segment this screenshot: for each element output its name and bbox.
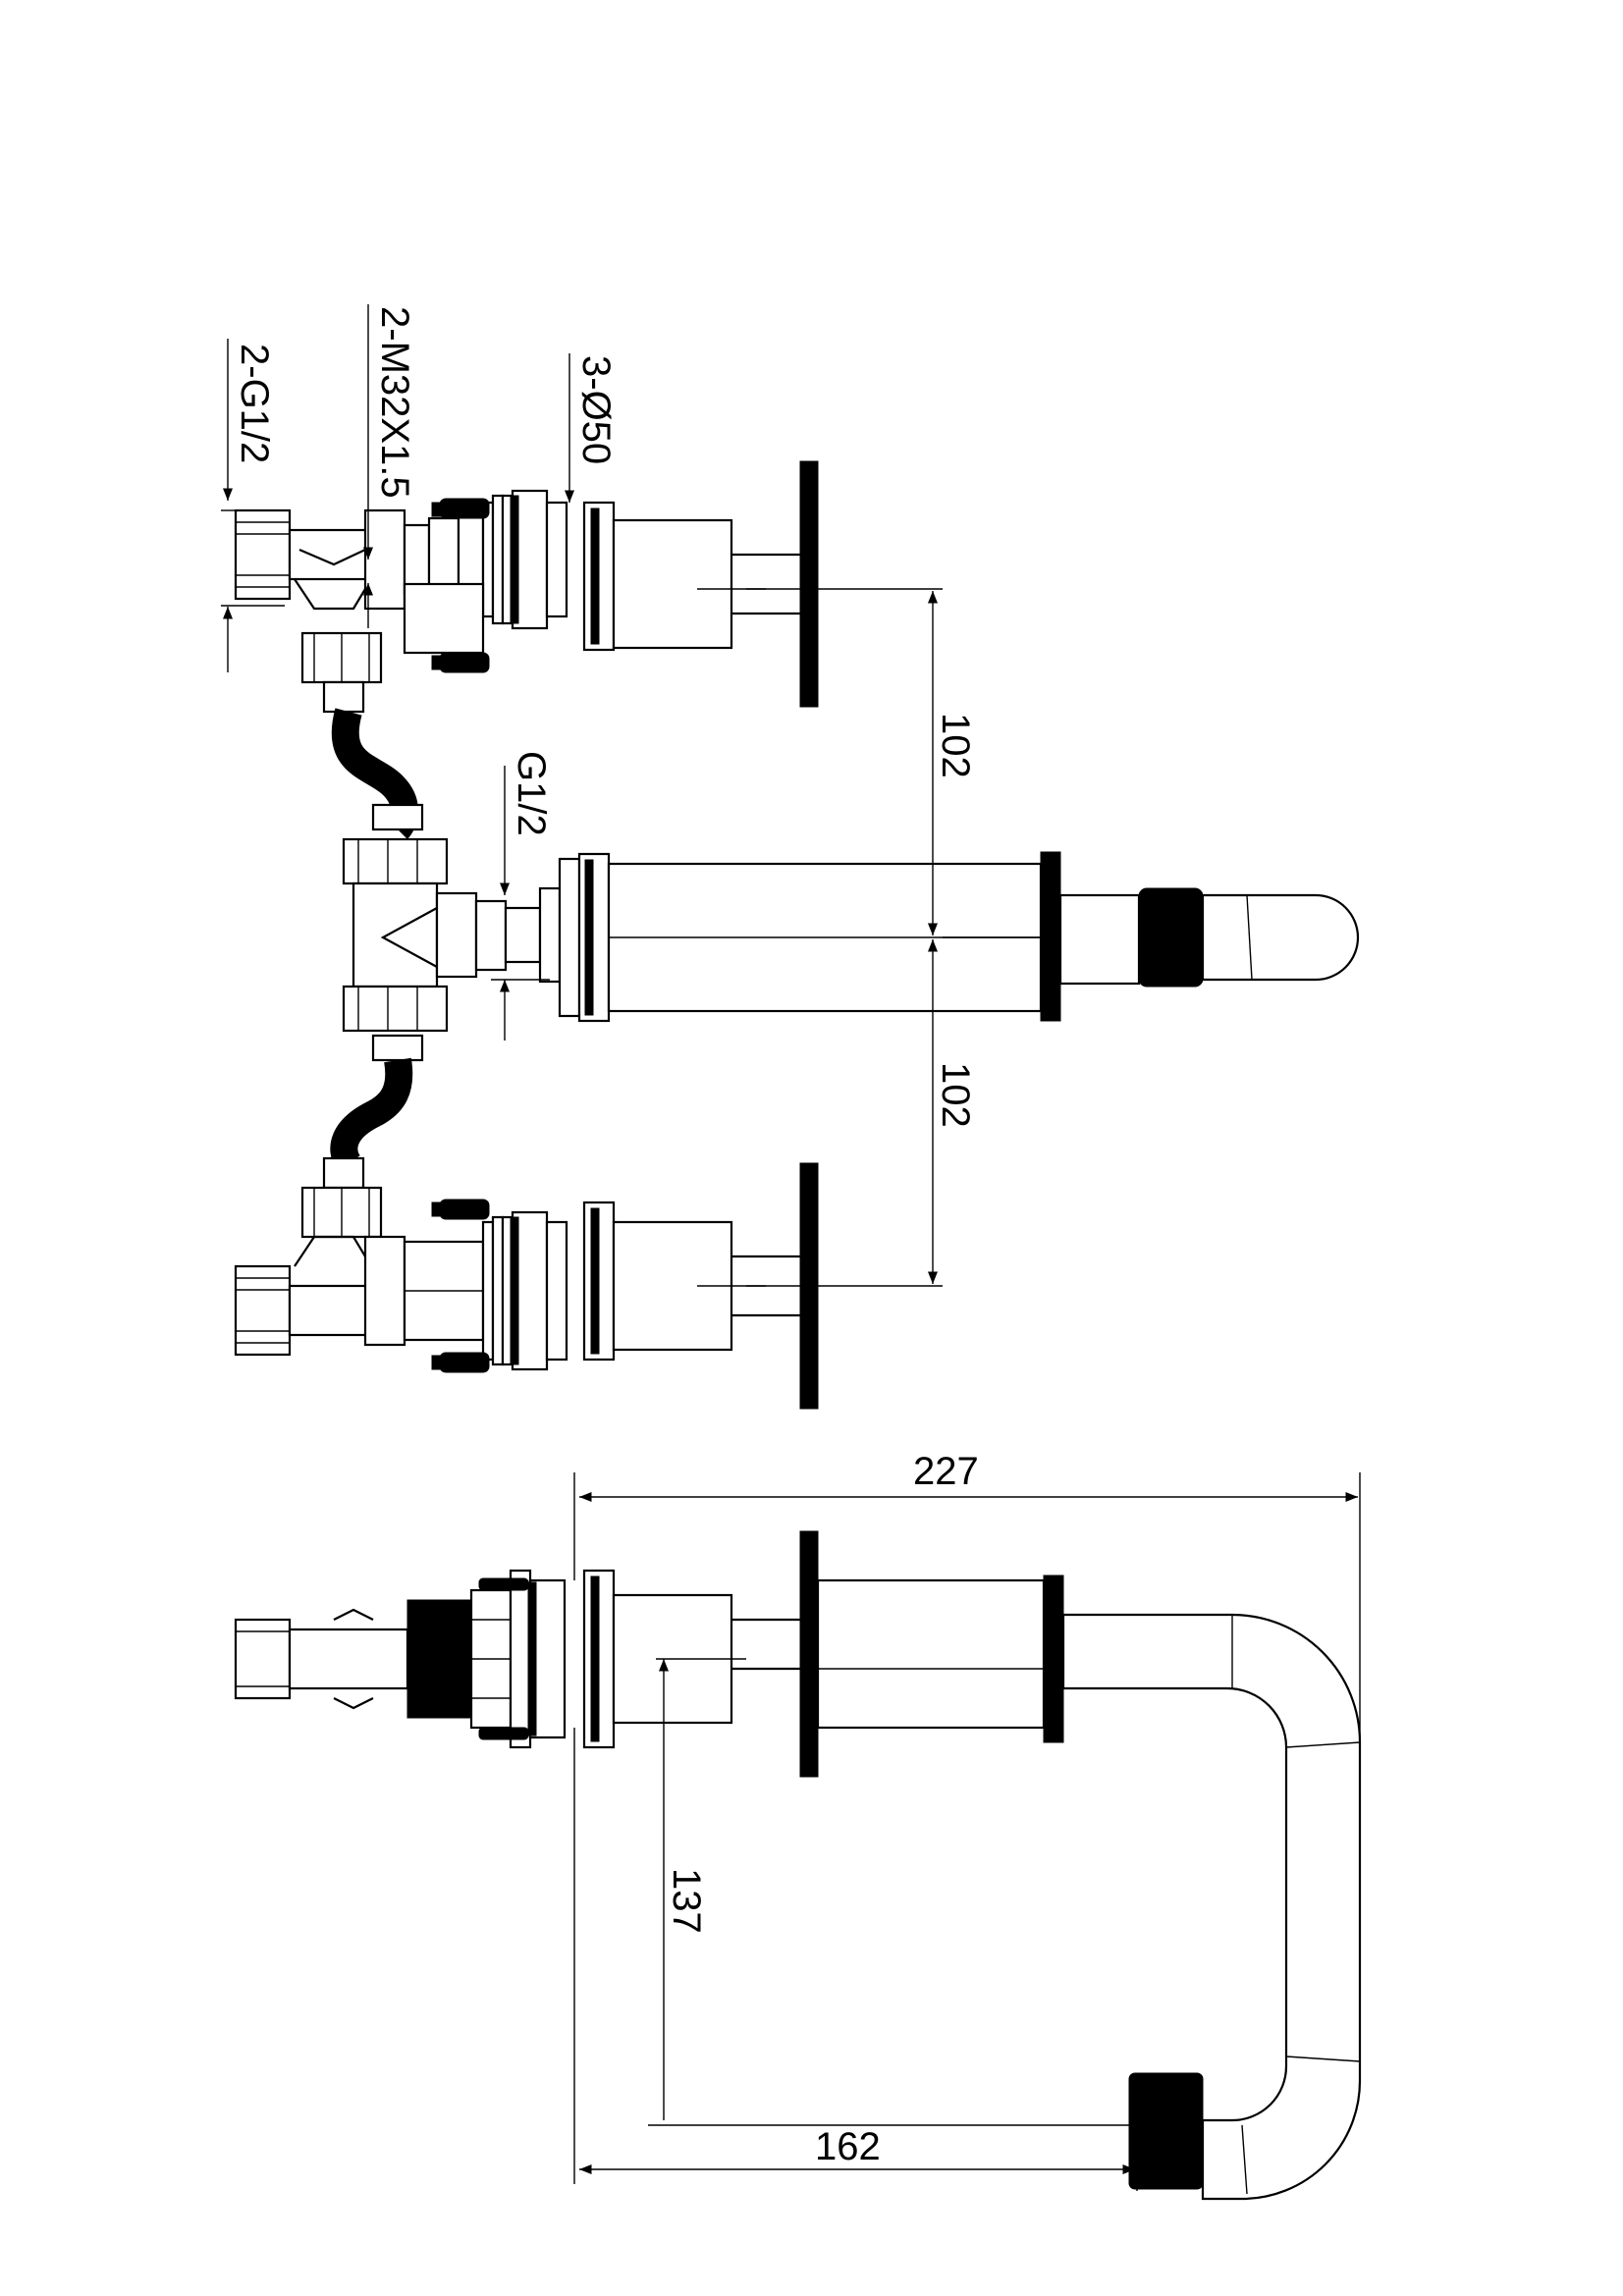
label-outlet-thread: G1/2 — [510, 751, 553, 836]
dim-inlet-thread: 2-G1/2 — [221, 339, 285, 672]
dim-spout-height: 137 — [648, 1658, 1129, 2126]
label-inlet-thread: 2-G1/2 — [233, 344, 276, 463]
top-view: 2-G1/2 2-M32X1.5 3-Ø50 G1/2 — [221, 304, 1360, 1410]
lower-hose — [330, 1057, 413, 1171]
label-spacing-upper: 102 — [934, 713, 977, 778]
dim-outlet-thread: G1/2 — [491, 751, 553, 1041]
label-mount-thread: 2-M32X1.5 — [373, 306, 416, 499]
upper-valve — [234, 460, 819, 714]
dim-hole-diameter: 3-Ø50 — [564, 353, 618, 503]
dim-valve-spacing: 102 102 — [746, 588, 1041, 1287]
dim-mount-thread: 2-M32X1.5 — [362, 304, 416, 628]
label-spout-reach: 162 — [815, 2125, 881, 2168]
central-body — [342, 837, 1360, 1033]
dim-total-length: 227 — [573, 1450, 1361, 1737]
side-view: 227 137 162 — [234, 1450, 1362, 2201]
label-spacing-lower: 102 — [934, 1062, 977, 1128]
label-total-length: 227 — [913, 1450, 979, 1493]
dim-spout-reach: 162 — [573, 1728, 1138, 2191]
lower-valve — [234, 1156, 819, 1410]
label-spout-height: 137 — [665, 1868, 708, 1934]
label-hole-diameter: 3-Ø50 — [574, 355, 618, 464]
